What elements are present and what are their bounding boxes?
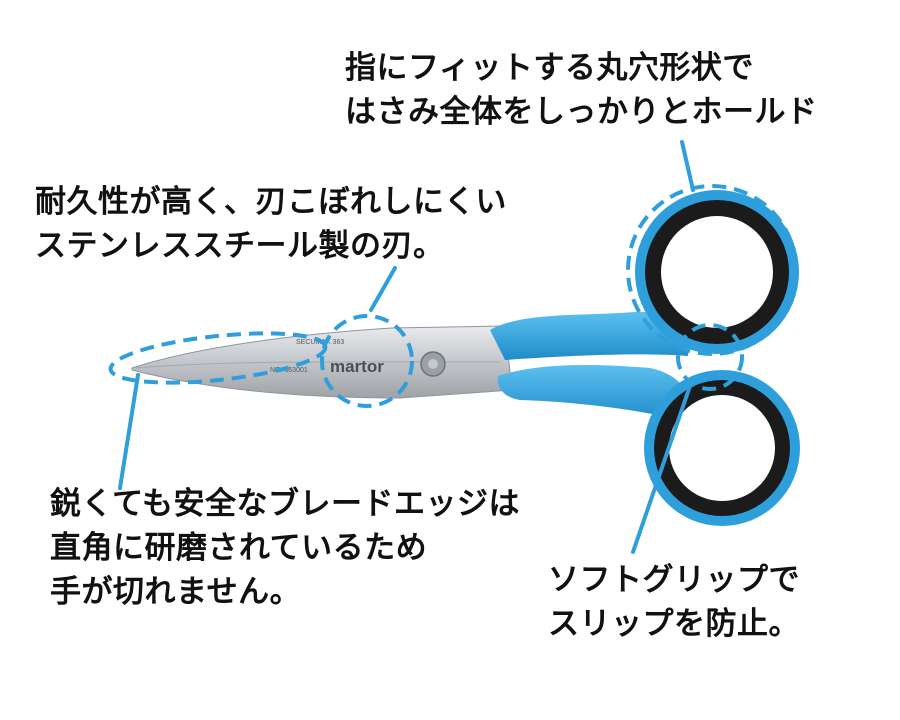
caption-safe-edge: 鋭くても安全なブレードエッジは 直角に研磨されているため 手が切れません。	[50, 482, 520, 614]
upper-handle	[490, 311, 690, 360]
brand-logo: martor	[330, 357, 384, 376]
soft-grip-marker	[676, 323, 744, 391]
pivot-screw	[420, 351, 446, 377]
model-number: NO. 363001	[270, 367, 308, 374]
caption-line: 指にフィットする丸穴形状で	[345, 50, 754, 86]
caption-line: 耐久性が高く、刃こぼれしにくい	[35, 184, 507, 220]
leader-soft	[631, 384, 692, 554]
caption-steel-blade: 耐久性が高く、刃こぼれしにくい ステンレススチール製の刃。	[35, 180, 507, 268]
caption-line: はさみ全体をしっかりとホールド	[345, 94, 818, 130]
caption-line: 鋭くても安全なブレードエッジは	[50, 486, 521, 522]
caption-line: 直角に研磨されているため	[50, 530, 428, 566]
caption-soft-grip: ソフトグリップで スリップを防止。	[548, 558, 800, 646]
leader-handle-fit	[680, 140, 695, 192]
lower-handle	[497, 365, 690, 420]
leader-steel	[369, 266, 397, 312]
caption-line: 手が切れません。	[50, 574, 302, 610]
upper-finger-ring	[635, 190, 799, 354]
caption-handle-fit: 指にフィットする丸穴形状で はさみ全体をしっかりとホールド	[345, 46, 818, 134]
leader-edge	[118, 373, 140, 490]
finger-ring-marker	[626, 184, 798, 356]
caption-line: ソフトグリップで	[548, 562, 800, 598]
caption-line: スリップを防止。	[548, 606, 800, 642]
blade-material-marker	[320, 314, 414, 408]
caption-line: ステンレススチール製の刃。	[35, 228, 445, 264]
